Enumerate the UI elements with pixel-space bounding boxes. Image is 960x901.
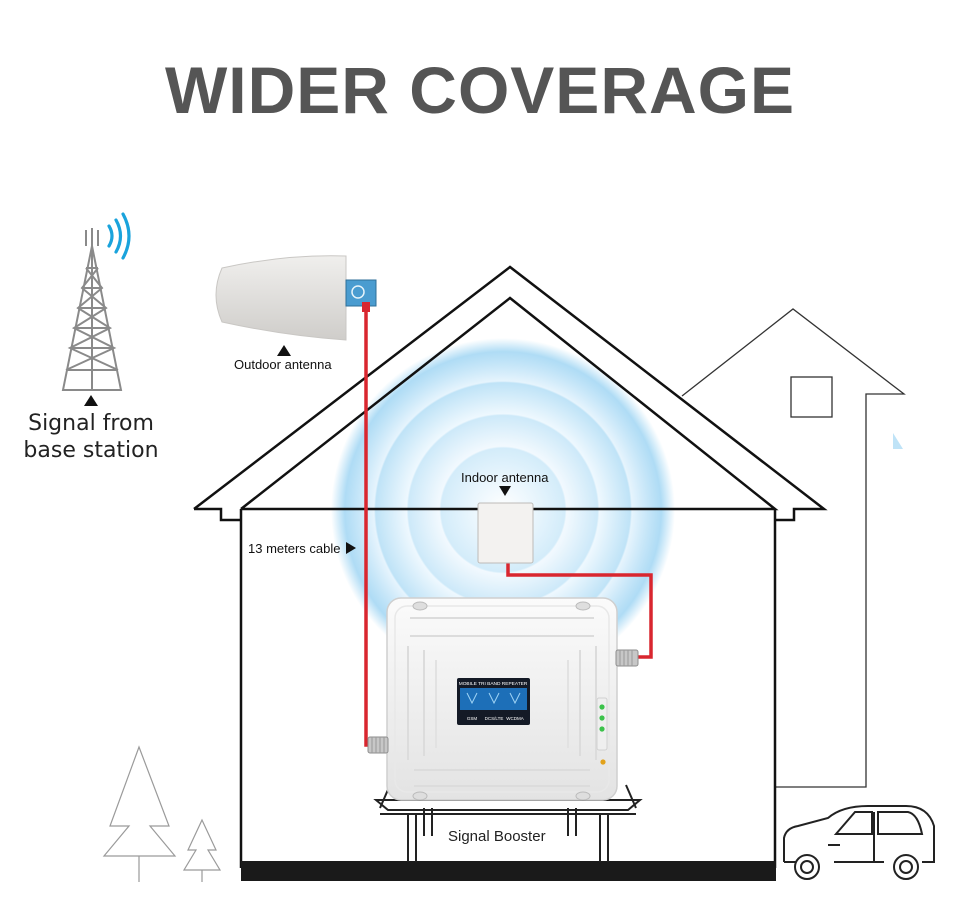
base-station-label: Signal from base station: [16, 410, 166, 464]
signal-waves-icon: [107, 212, 131, 260]
tree-icon: [102, 745, 177, 882]
tree-icon-small: [182, 818, 222, 882]
booster-panel-title: MOBILE TRI BAND REPEATER: [459, 681, 528, 687]
booster-label: Signal Booster: [448, 828, 546, 845]
house-floor: [241, 861, 776, 881]
power-led: [600, 759, 606, 765]
booster-band-3: WCDMA: [506, 716, 524, 721]
base-station-label-line2: base station: [23, 438, 159, 463]
neighbor-house: [681, 308, 906, 788]
cable-label: 13 meters cable: [248, 541, 341, 556]
status-led-3: [599, 726, 605, 732]
arrow-up-icon: [84, 395, 98, 406]
outdoor-antenna-label: Outdoor antenna: [234, 357, 332, 372]
indoor-antenna: [477, 502, 534, 564]
booster-band-2: DCS/LTE: [485, 716, 504, 721]
arrow-down-icon: [499, 486, 511, 496]
headline: WIDER COVERAGE: [164, 53, 796, 127]
arrow-up-icon-2: [277, 345, 291, 356]
outdoor-antenna: [215, 255, 377, 341]
booster-band-1: GSM: [467, 716, 478, 721]
indoor-antenna-label: Indoor antenna: [461, 470, 549, 485]
arrow-right-icon: [346, 542, 356, 554]
house-walls: [239, 509, 777, 868]
cell-tower: [61, 228, 123, 391]
signal-booster: MOBILE TRI BAND REPEATER GSM DCS/LTE WCD…: [367, 597, 639, 801]
car-icon: [783, 805, 935, 880]
neighbor-signal-mark: [893, 433, 903, 449]
base-station-label-line1: Signal from: [28, 411, 154, 436]
status-led-1: [599, 704, 605, 710]
status-led-2: [599, 715, 605, 721]
